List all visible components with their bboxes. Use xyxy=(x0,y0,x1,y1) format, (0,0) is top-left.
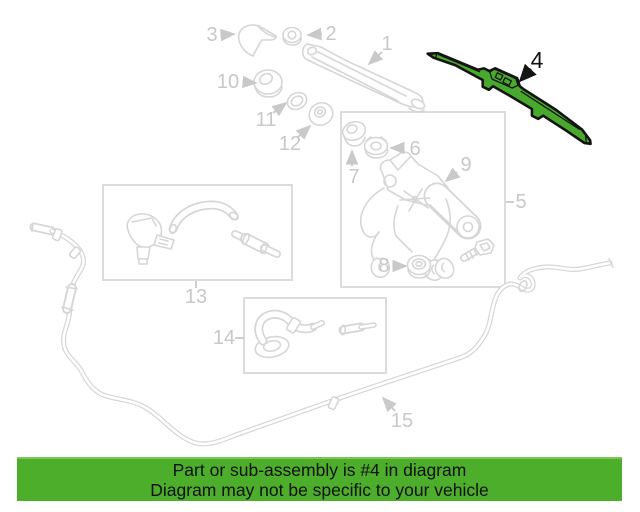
banner-line-2: Diagram may not be specific to your vehi… xyxy=(150,480,489,500)
part-label-6: 6 xyxy=(409,138,421,160)
bent-tube-drawing xyxy=(168,200,239,235)
wiper-arm-drawing xyxy=(301,43,426,113)
part-label-15: 15 xyxy=(390,410,414,432)
hose-clip xyxy=(327,396,340,411)
part-label-5: 5 xyxy=(515,191,527,213)
nozzle-subassembly-box xyxy=(102,184,293,281)
washer-hose-drawing xyxy=(29,222,614,447)
part-label-11: 11 xyxy=(255,109,277,131)
pivot-nut-drawing xyxy=(282,26,302,46)
hose-clip xyxy=(518,280,528,292)
pivot-cap-drawing xyxy=(237,24,277,57)
hose-connector-13-drawing xyxy=(231,230,281,258)
part-label-10: 10 xyxy=(216,71,240,93)
spacer-12-drawing xyxy=(308,101,334,127)
o-ring-11-drawing xyxy=(286,91,308,111)
part-label-8: 8 xyxy=(378,255,390,277)
arrow-to-part-1 xyxy=(367,50,384,66)
arrow-to-part-10 xyxy=(242,75,258,89)
nut-6-drawing xyxy=(363,136,389,159)
hose-clip xyxy=(51,228,63,242)
part-label-1: 1 xyxy=(381,33,393,55)
hose-clip xyxy=(68,246,82,260)
arrow-to-part-15 xyxy=(381,396,397,413)
part-label-3: 3 xyxy=(206,24,218,46)
part-label-9: 9 xyxy=(460,154,472,176)
grommet-10-drawing xyxy=(253,69,283,98)
highlight-banner: Part or sub-assembly is #4 in diagram Di… xyxy=(17,457,622,501)
banner-line-1: Part or sub-assembly is #4 in diagram xyxy=(172,459,467,480)
washer-nozzle-drawing xyxy=(126,213,175,265)
motor-subassembly-box xyxy=(340,111,506,288)
hose-connector-14-drawing xyxy=(338,322,377,336)
part-label-7: 7 xyxy=(348,166,360,188)
arrow-to-part-4 xyxy=(518,63,537,83)
wiper-blade-highlight xyxy=(426,51,592,146)
part-label-13: 13 xyxy=(184,286,208,308)
arrow-to-part-3 xyxy=(220,28,236,42)
grommet-8-drawing xyxy=(406,254,455,279)
part-label-4-highlighted: 4 xyxy=(530,47,544,73)
part-label-12: 12 xyxy=(278,133,302,155)
label-arrows xyxy=(195,27,537,413)
arrow-to-part-12 xyxy=(295,124,312,140)
part-label-2: 2 xyxy=(325,23,337,45)
arrow-to-part-11 xyxy=(271,101,288,117)
hose-subassembly-box xyxy=(243,297,387,374)
part-label-14: 14 xyxy=(212,327,236,349)
arrow-to-part-9 xyxy=(444,167,461,183)
arrow-to-part-2 xyxy=(306,27,323,41)
grommet-7-drawing xyxy=(341,120,367,147)
elbow-hose-drawing xyxy=(254,309,325,359)
bolt-drawing xyxy=(460,238,495,262)
